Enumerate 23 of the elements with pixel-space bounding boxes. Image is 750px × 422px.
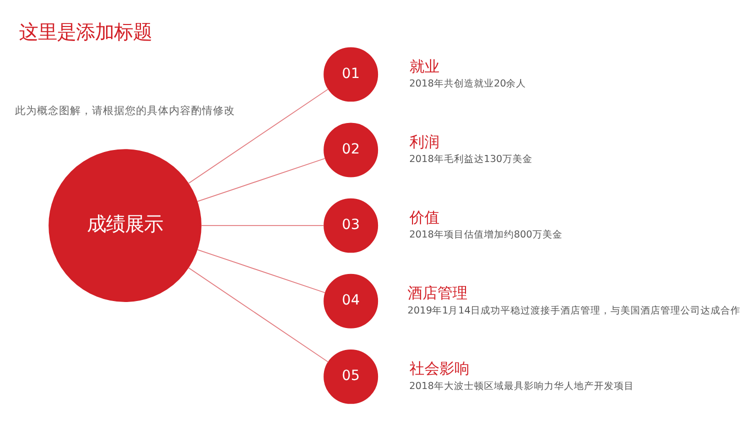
node-label: 就业 (409, 56, 440, 75)
connector (188, 88, 329, 184)
node-label: 2018年毛利益达130万美金 (409, 154, 532, 165)
node-label: 2019年1月14日成功平稳过渡接手酒店管理，与美国酒店管理公司达成合作 (408, 304, 741, 316)
node-circle: 05 (324, 348, 378, 404)
node-label: 酒店管理 (408, 284, 468, 302)
node-circle: 03 (324, 198, 378, 252)
node-circle: 02 (324, 122, 378, 177)
node-label: 2018年共创造就业20余人 (409, 78, 526, 90)
connector (196, 248, 326, 293)
node-circle: 04 (324, 273, 378, 328)
node-circle: 01 (324, 46, 378, 102)
node-label: 2018年大波士顿区域最具影响力华人地产开发项目 (409, 380, 634, 392)
label: 此为概念图解，请根据您的具体内容酌情修改 (15, 104, 236, 117)
node-circle: 成绩展示 (48, 148, 202, 302)
node-label: 价值 (409, 208, 440, 226)
node-label: 利润 (409, 132, 440, 151)
connector (188, 266, 329, 362)
diagram-title: 这里是添加标题 (19, 20, 152, 43)
connector (200, 224, 324, 226)
node-label: 2018年项目估值增加约800万美金 (409, 229, 562, 240)
node-label: 社会影响 (409, 359, 470, 378)
connector (196, 157, 326, 202)
